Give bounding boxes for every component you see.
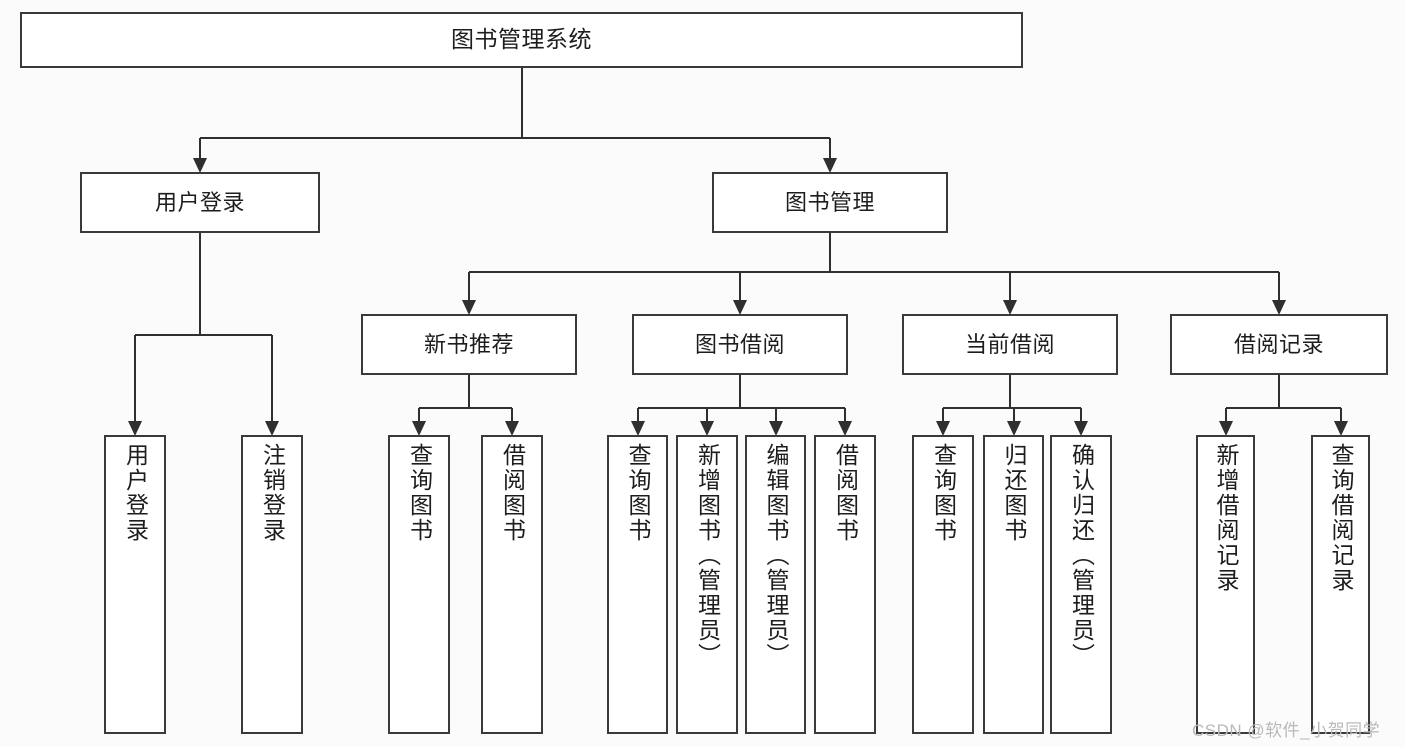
arrowhead [1074, 421, 1088, 436]
edge-root-to-login [193, 68, 524, 173]
node-l10[interactable]: 归还图书 [983, 435, 1044, 734]
arrowhead [462, 300, 476, 315]
node-label: 用户登录 [154, 189, 245, 215]
node-label: 图书管理 [784, 189, 875, 215]
arrowhead [1334, 421, 1348, 436]
node-login[interactable]: 用户登录 [80, 172, 320, 233]
node-label: 图书借阅 [694, 331, 785, 357]
edge-bookmgmt-to-borrow [733, 270, 830, 315]
edge-bookmgmt-to-current [830, 270, 1017, 315]
edge-records-to-l12 [1219, 375, 1281, 436]
node-l4[interactable]: 借阅图书 [481, 435, 543, 734]
node-label: 编辑图书（管理员） [763, 443, 789, 668]
node-label: 确认归还（管理员） [1068, 443, 1095, 668]
node-l3[interactable]: 查询图书 [388, 435, 450, 734]
node-label: 借阅图书 [832, 443, 859, 543]
edge-records-to-l13 [1279, 406, 1348, 436]
edge-newbook-to-l3 [412, 375, 471, 436]
node-l13[interactable]: 查询借阅记录 [1311, 435, 1370, 734]
edge-current-to-l10 [1007, 406, 1021, 436]
edge-login-to-l2 [200, 333, 279, 436]
node-label: 当前借阅 [964, 331, 1055, 357]
node-l11[interactable]: 确认归还（管理员） [1050, 435, 1112, 734]
node-label: 查询借阅记录 [1328, 443, 1354, 593]
node-l7[interactable]: 编辑图书（管理员） [745, 435, 806, 734]
node-label: 新增借阅记录 [1213, 443, 1239, 593]
arrowhead [1007, 421, 1021, 436]
arrowhead [1219, 421, 1233, 436]
edge-borrow-to-l8 [740, 406, 852, 436]
watermark: CSDN @软件_小贺同学 [1192, 721, 1381, 740]
arrowhead [823, 158, 837, 173]
edge-borrow-to-l5 [631, 375, 742, 436]
edge-borrow-to-l7 [740, 406, 783, 436]
edge-newbook-to-l4 [469, 406, 519, 436]
node-label: 借阅记录 [1233, 331, 1324, 357]
edge-bookmgmt-to-newbook [462, 233, 832, 315]
arrowhead [1272, 300, 1286, 315]
arrowhead [838, 421, 852, 436]
node-label: 新增图书（管理员） [694, 443, 721, 668]
arrowhead [412, 421, 426, 436]
node-borrow[interactable]: 图书借阅 [632, 314, 848, 375]
node-label: 查询图书 [625, 443, 651, 543]
node-label: 新书推荐 [423, 331, 514, 357]
node-l5[interactable]: 查询图书 [607, 435, 668, 734]
edge-current-to-l9 [936, 375, 1012, 436]
node-label: 查询图书 [930, 443, 957, 543]
arrowhead [936, 421, 950, 436]
arrowhead [1003, 300, 1017, 315]
arrowhead [733, 300, 747, 315]
arrowhead [128, 421, 142, 436]
arrowhead [193, 158, 207, 173]
arrowhead [505, 421, 519, 436]
node-label: 借阅图书 [499, 443, 526, 543]
arrowhead [631, 421, 645, 436]
node-label: 图书管理系统 [451, 26, 592, 53]
node-label: 归还图书 [1001, 443, 1027, 543]
node-newbook[interactable]: 新书推荐 [361, 314, 577, 375]
edge-bookmgmt-to-records [830, 270, 1286, 315]
node-l1[interactable]: 用户登录 [104, 435, 166, 734]
node-root[interactable]: 图书管理系统 [20, 12, 1023, 68]
node-label: 注销登录 [259, 443, 286, 543]
edge-root-to-bookmgmt [522, 136, 837, 173]
arrowhead [265, 421, 279, 436]
node-l6[interactable]: 新增图书（管理员） [676, 435, 738, 734]
node-bookmgmt[interactable]: 图书管理 [712, 172, 948, 233]
node-records[interactable]: 借阅记录 [1170, 314, 1388, 375]
arrowhead [700, 421, 714, 436]
node-l9[interactable]: 查询图书 [912, 435, 974, 734]
edge-login-to-l1 [128, 233, 202, 436]
node-l8[interactable]: 借阅图书 [814, 435, 876, 734]
edge-borrow-to-l6 [700, 406, 740, 436]
node-label: 用户登录 [122, 443, 149, 543]
arrowhead [769, 421, 783, 436]
node-l2[interactable]: 注销登录 [241, 435, 303, 734]
node-l12[interactable]: 新增借阅记录 [1196, 435, 1255, 734]
node-current[interactable]: 当前借阅 [902, 314, 1118, 375]
edge-current-to-l11 [1010, 406, 1088, 436]
node-label: 查询图书 [406, 443, 433, 543]
